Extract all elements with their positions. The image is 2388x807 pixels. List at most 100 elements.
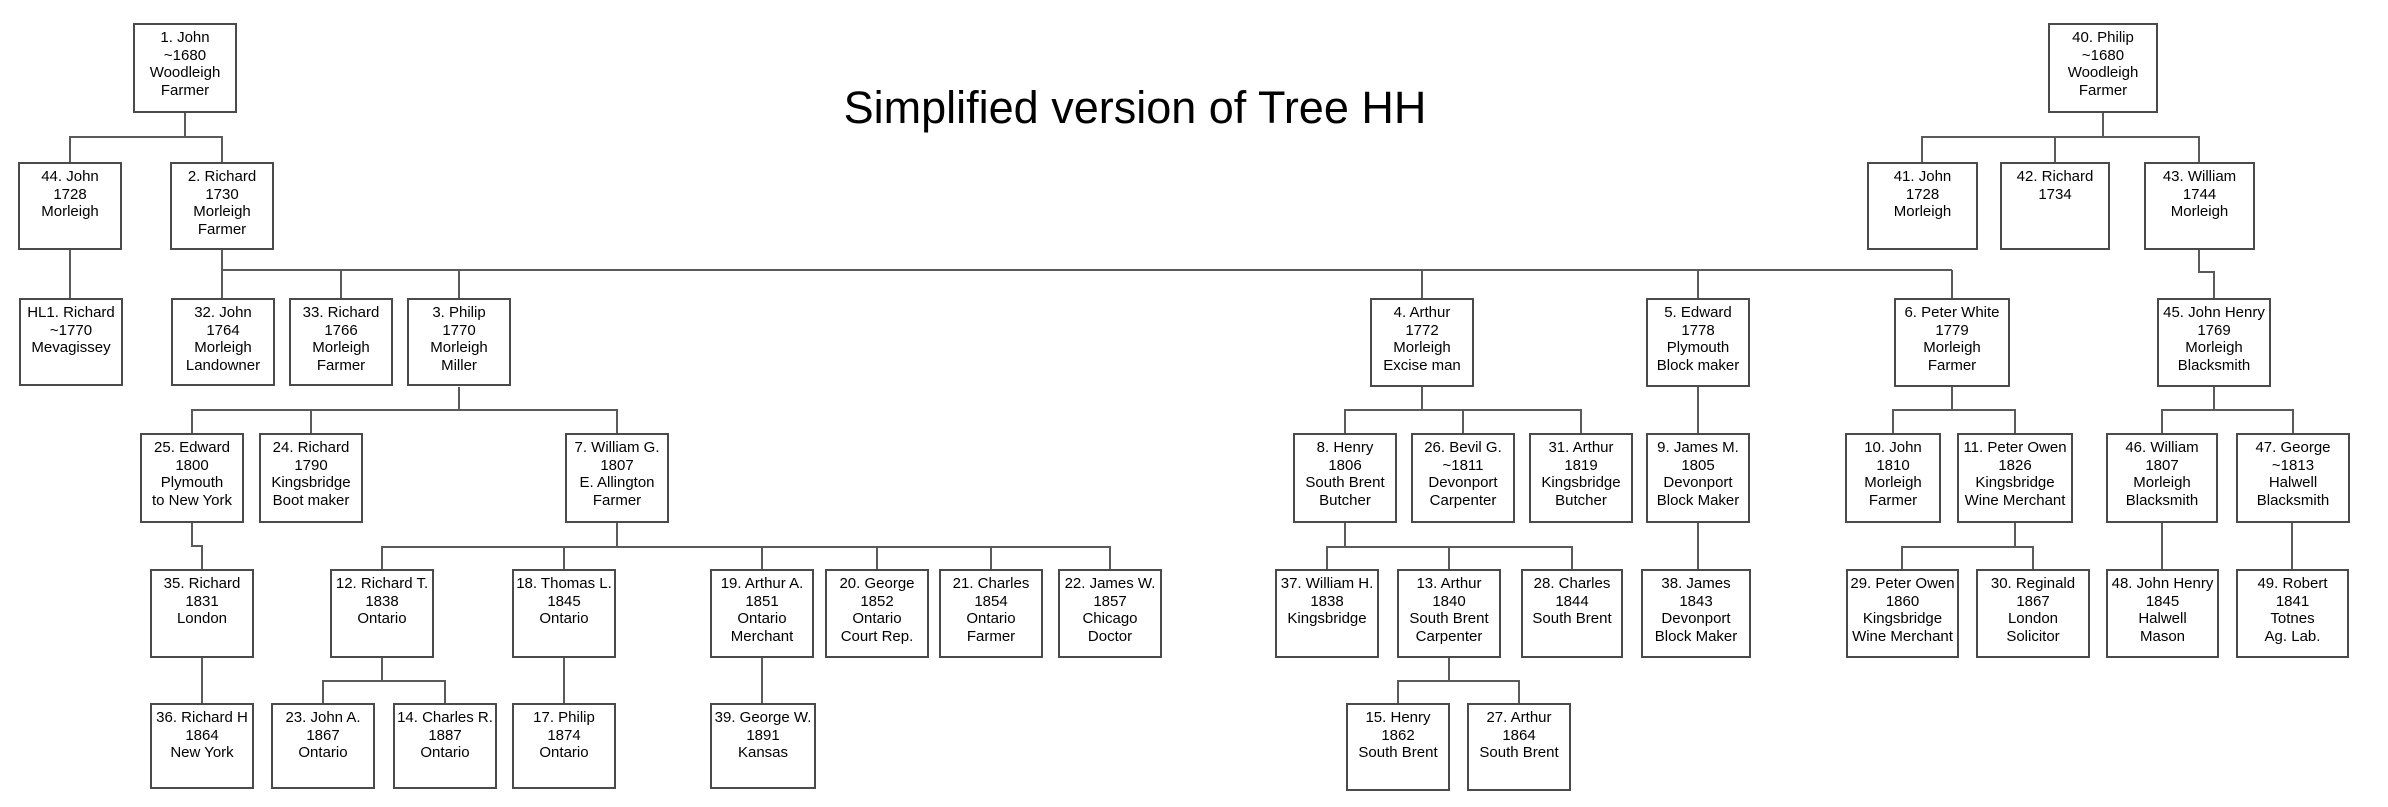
- person-name: 27. Arthur: [1486, 709, 1552, 726]
- person-detail: Mevagissey: [31, 339, 111, 356]
- person-year: 1840: [1432, 592, 1466, 610]
- person-name: 38. James: [1661, 575, 1731, 592]
- person-detail: Ontario: [539, 610, 589, 627]
- edges-from-13: [1397, 658, 1520, 703]
- person-year: 1819: [1564, 456, 1598, 474]
- person-year: 1772: [1405, 321, 1439, 339]
- person-name: 26. Bevil G.: [1424, 439, 1502, 456]
- person-detail: Block Maker: [1656, 491, 1740, 509]
- person-name: 33. Richard: [302, 304, 380, 321]
- person-name: 8. Henry: [1316, 439, 1374, 456]
- person-detail: Morleigh: [41, 203, 99, 220]
- person-name: 21. Charles: [952, 575, 1030, 592]
- person-detail: Kingsbridge: [1287, 610, 1367, 627]
- person-year: 1857: [1093, 592, 1127, 610]
- person-detail: Halwell: [2138, 610, 2187, 627]
- person-name: 6. Peter White: [1904, 304, 2000, 321]
- person-year: 1867: [2016, 592, 2050, 610]
- person-year: 1831: [185, 592, 219, 610]
- person-year: 1800: [175, 456, 209, 474]
- person-detail: Solicitor: [2006, 627, 2060, 645]
- person-name: 30. Reginald: [1990, 575, 2076, 592]
- person-name: 37. William H.: [1280, 575, 1374, 592]
- edges-from-4: [1344, 387, 1582, 433]
- person-year: 1874: [547, 726, 581, 744]
- person-year: ~1680: [163, 46, 207, 64]
- person-year: 1730: [205, 185, 239, 203]
- person-name: 15. Henry: [1365, 709, 1431, 726]
- person-name: 4. Arthur: [1393, 304, 1451, 321]
- person-detail: E. Allington: [579, 474, 655, 491]
- person-detail: Carpenter: [1429, 491, 1497, 509]
- person-name: 25. Edward: [154, 439, 230, 456]
- person-name: 45. John Henry: [2163, 304, 2265, 321]
- person-detail: Farmer: [2078, 81, 2128, 99]
- person-detail: Block maker: [1656, 356, 1740, 374]
- person-name: 7. William G.: [574, 439, 660, 456]
- person-detail: Miller: [441, 356, 477, 374]
- person-detail: Kansas: [737, 744, 789, 761]
- edges-from-6: [1892, 387, 2016, 433]
- person-year: 1779: [1935, 321, 1969, 339]
- person-detail: South Brent: [1479, 744, 1559, 761]
- person-detail: New York: [170, 744, 234, 761]
- person-year: 1841: [2275, 592, 2310, 610]
- person-name: 40. Philip: [2072, 29, 2134, 46]
- person-detail: Blacksmith: [2125, 491, 2199, 509]
- person-year: 1728: [1905, 185, 1940, 203]
- person-detail: Farmer: [1927, 356, 1977, 374]
- person-name: 22. James W.: [1064, 575, 1156, 592]
- person-year: 1810: [1876, 456, 1910, 474]
- person-detail: South Brent: [1305, 474, 1385, 491]
- person-detail: Landowner: [185, 356, 261, 374]
- person-year: 1838: [365, 592, 399, 610]
- person-detail: Kingsbridge: [1541, 474, 1621, 491]
- person-detail: Mason: [2139, 627, 2186, 645]
- person-detail: to New York: [151, 491, 233, 509]
- person-name: 32. John: [194, 304, 252, 321]
- person-year: 1843: [1679, 592, 1713, 610]
- person-detail: Ontario: [357, 610, 407, 627]
- person-year: 1838: [1310, 592, 1344, 610]
- person-year: 1766: [324, 321, 358, 339]
- person-name: 11. Peter Owen: [1963, 439, 2067, 456]
- edge-25-35: [191, 523, 203, 569]
- person-detail: Morleigh: [430, 339, 488, 356]
- person-name: 20. George: [839, 575, 915, 592]
- person-name: 39. George W.: [714, 709, 812, 726]
- person-year: 1778: [1681, 321, 1715, 339]
- edges-from-1: [69, 113, 223, 162]
- person-detail: Plymouth: [1666, 339, 1730, 356]
- person-year: 1864: [185, 726, 219, 744]
- edges-from-40: [1921, 113, 2200, 162]
- person-name: 29. Peter Owen: [1850, 575, 1955, 592]
- person-year: 1807: [2145, 456, 2179, 474]
- person-year: ~1813: [2271, 456, 2315, 474]
- person-detail: Morleigh: [1393, 339, 1451, 356]
- person-name: 23. John A.: [285, 709, 361, 726]
- person-name: 9. James M.: [1657, 439, 1739, 456]
- person-name: 44. John: [41, 168, 99, 185]
- person-year: 1852: [860, 592, 894, 610]
